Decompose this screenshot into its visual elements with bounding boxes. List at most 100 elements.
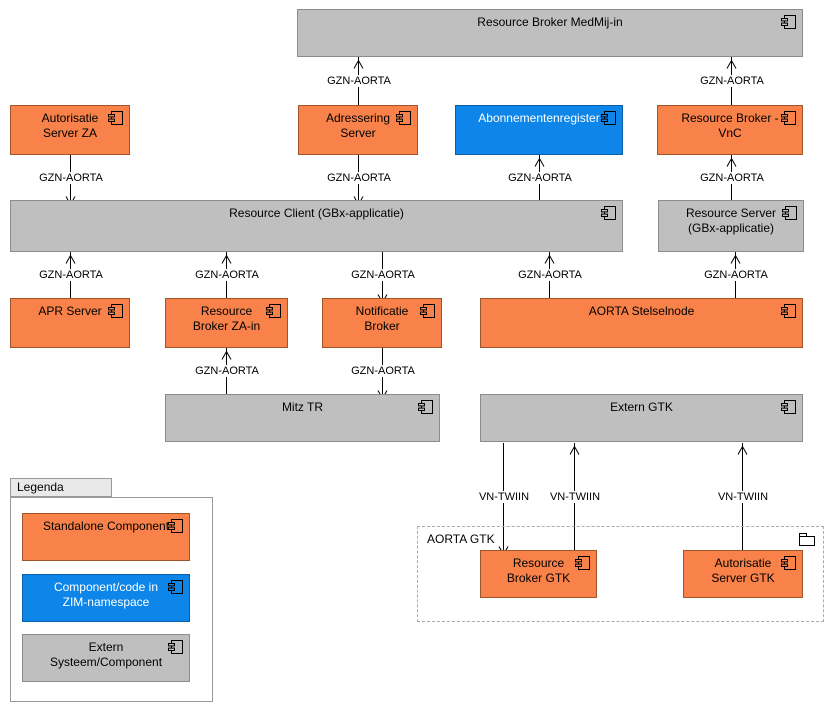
node-label: Resource Server (GBx-applicatie): [685, 206, 777, 235]
legend-item-label: Standalone Component: [42, 519, 170, 533]
node-label: Autorisatie Server GTK: [711, 556, 775, 585]
arrowhead-up-icon: [569, 442, 580, 455]
arrowhead-up-icon: [730, 251, 741, 264]
edge-label: GZN-AORTA: [324, 171, 394, 184]
node-resource-broker-vnc: Resource Broker - VnC: [657, 105, 803, 155]
component-icon: [601, 111, 616, 125]
component-icon: [420, 304, 435, 318]
node-label: Notificatie Broker: [355, 304, 409, 333]
edge-label: GZN-AORTA: [348, 269, 418, 281]
node-notificatie-broker: Notificatie Broker: [322, 298, 442, 348]
legend-item-standalone-component: Standalone Component: [22, 513, 190, 561]
component-icon: [781, 15, 796, 29]
edge-label: GZN-AORTA: [36, 171, 106, 184]
component-icon: [781, 400, 796, 414]
connector-stelselnode-to-server: GZN-AORTA: [701, 252, 771, 298]
arrowhead-up-icon: [353, 56, 364, 69]
component-icon: [418, 400, 433, 414]
arrowhead-up-icon: [221, 347, 232, 360]
node-label: Resource Broker GTK: [506, 556, 571, 585]
edge-label: GZN-AORTA: [697, 171, 767, 184]
node-adressering-server: Adressering Server: [298, 105, 418, 155]
connector-notificatie-to-mitz: GZN-AORTA: [348, 348, 418, 400]
group-label: AORTA GTK: [427, 532, 495, 546]
arrowhead-up-icon: [534, 154, 545, 167]
node-label: Adressering Server: [325, 111, 391, 140]
component-icon: [781, 556, 796, 570]
edge-label: GZN-AORTA: [348, 365, 418, 377]
connector-zain-to-client: GZN-AORTA: [192, 252, 262, 298]
component-icon: [168, 519, 183, 533]
component-icon: [396, 111, 411, 125]
node-apr-server: APR Server: [10, 298, 130, 348]
component-icon: [781, 111, 796, 125]
node-label: Autorisatie Server ZA: [41, 111, 99, 140]
edge-label: VN-TWIIN: [546, 490, 604, 503]
edge-label: GZN-AORTA: [324, 75, 394, 87]
node-resource-broker-gtk: Resource Broker GTK: [480, 550, 597, 598]
node-resource-broker-za-in: Resource Broker ZA-in: [165, 298, 288, 348]
edge-label: VN-TWIIN: [475, 490, 533, 503]
edge-label: GZN-AORTA: [701, 269, 771, 281]
connector-adressering-to-medmij: GZN-AORTA: [324, 57, 394, 105]
legend-item-label: Component/code in ZIM-namespace: [53, 580, 159, 609]
node-abonnementenregister: Abonnementenregister: [455, 105, 623, 155]
node-mitz-tr: Mitz TR: [165, 394, 440, 442]
connector-rbgtk-to-externgtk: VN-TWIIN: [546, 443, 604, 550]
node-label: Resource Broker ZA-in: [192, 304, 261, 333]
node-resource-server: Resource Server (GBx-applicatie): [658, 200, 804, 252]
connector-server-to-vnc: GZN-AORTA: [697, 155, 767, 200]
edge-label: GZN-AORTA: [192, 365, 262, 377]
connector-client-to-abonnementenregister: GZN-AORTA: [505, 155, 575, 200]
component-icon: [168, 580, 183, 594]
arrowhead-up-icon: [726, 154, 737, 167]
edge-label: VN-TWIIN: [714, 490, 772, 503]
node-label: Resource Broker MedMij-in: [477, 15, 623, 29]
legend-title: Legenda: [17, 480, 64, 494]
component-icon: [575, 556, 590, 570]
arrowhead-up-icon: [737, 442, 748, 455]
node-autorisatie-server-gtk: Autorisatie Server GTK: [683, 550, 803, 598]
arrowhead-up-icon: [544, 251, 555, 264]
legend-item-label: Extern Systeem/Component: [49, 640, 163, 669]
node-label: Resource Broker - VnC: [681, 111, 779, 140]
connector-mitz-to-zain: GZN-AORTA: [192, 348, 262, 394]
node-aorta-stelselnode: AORTA Stelselnode: [480, 298, 803, 348]
component-icon: [168, 640, 183, 654]
connector-vnc-to-medmij: GZN-AORTA: [697, 57, 767, 105]
edge-label: GZN-AORTA: [505, 171, 575, 184]
arrowhead-up-icon: [65, 251, 76, 264]
legend-title-tab: Legenda: [10, 478, 112, 497]
node-label: Mitz TR: [281, 400, 324, 414]
edge-label: GZN-AORTA: [515, 269, 585, 281]
node-label: Extern GTK: [610, 400, 673, 414]
legend-item-zim-component: Component/code in ZIM-namespace: [22, 574, 190, 622]
component-icon: [108, 304, 123, 318]
group-aorta-gtk: AORTA GTK: [417, 526, 824, 622]
package-icon: [799, 533, 815, 551]
component-icon: [108, 111, 123, 125]
node-autorisatie-server-za: Autorisatie Server ZA: [10, 105, 130, 155]
edge-label: GZN-AORTA: [36, 269, 106, 281]
component-icon: [266, 304, 281, 318]
connector-asgtk-to-externgtk: VN-TWIIN: [714, 443, 772, 550]
edge-label: GZN-AORTA: [192, 269, 262, 281]
connector-apr-to-client: GZN-AORTA: [36, 252, 106, 298]
component-icon: [601, 206, 616, 220]
edge-label: GZN-AORTA: [697, 75, 767, 87]
node-resource-client: Resource Client (GBx-applicatie): [10, 200, 623, 252]
connector-adressering-to-client: GZN-AORTA: [324, 155, 394, 206]
node-label: APR Server: [38, 304, 102, 318]
node-label: Resource Client (GBx-applicatie): [229, 206, 404, 220]
component-icon: [781, 304, 796, 318]
node-extern-gtk: Extern GTK: [480, 394, 803, 442]
connector-stelselnode-to-client: GZN-AORTA: [515, 252, 585, 298]
arrowhead-up-icon: [726, 56, 737, 69]
node-resource-broker-medmij-in: Resource Broker MedMij-in: [297, 9, 803, 57]
component-icon: [782, 206, 797, 220]
arrowhead-up-icon: [221, 251, 232, 264]
node-label: Abonnementenregister: [478, 111, 600, 125]
legend-item-extern-component: Extern Systeem/Component: [22, 634, 190, 682]
connector-autorisatieza-to-client: GZN-AORTA: [36, 155, 106, 206]
